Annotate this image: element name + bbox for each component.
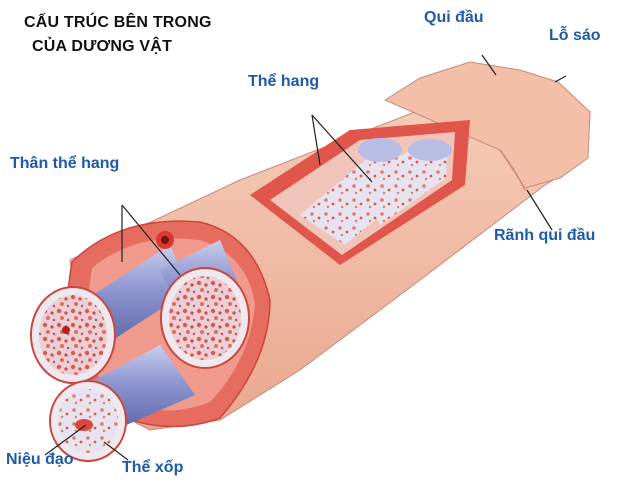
urethra-opening xyxy=(75,419,93,431)
label-the-xop: Thể xốp xyxy=(122,459,184,476)
label-than-the-hang: Thân thể hang xyxy=(10,155,120,172)
label-ranh-qui-dau: Rãnh qui đầu xyxy=(494,227,596,244)
label-lo-sao: Lỗ sáo xyxy=(549,27,601,44)
coronal-sulcus xyxy=(499,149,526,191)
diagram-title-line1: CẤU TRÚC BÊN TRONG xyxy=(24,14,212,31)
label-the-hang: Thể hang xyxy=(248,73,320,90)
label-nieu-dao: Niệu đạo xyxy=(6,451,74,468)
leader-lines xyxy=(44,54,553,461)
diagram-title-line2: CỦA DƯƠNG VẬT xyxy=(32,38,173,55)
label-qui-dau: Qui đầu xyxy=(424,9,484,26)
